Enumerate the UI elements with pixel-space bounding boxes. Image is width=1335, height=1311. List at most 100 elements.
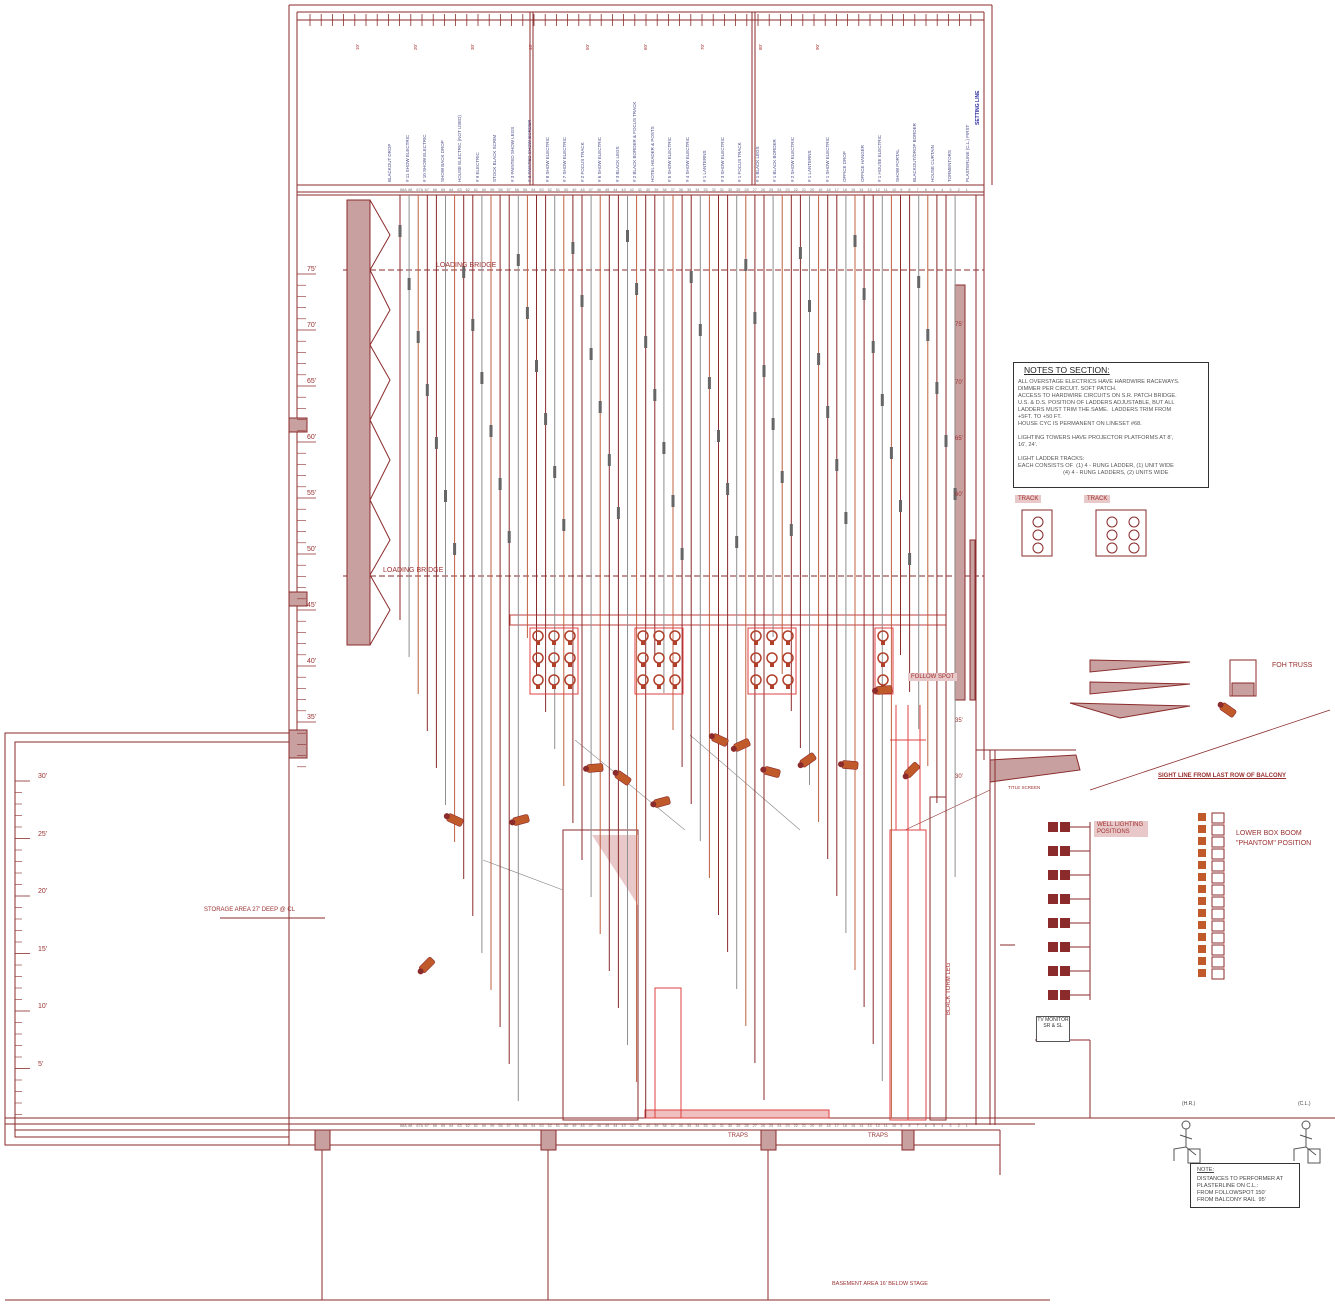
ladder-fixture-base bbox=[568, 685, 572, 689]
pipe-clamp bbox=[835, 459, 839, 471]
lineset-number-floor: 15 bbox=[851, 1124, 856, 1128]
ladder-fixture bbox=[532, 674, 544, 686]
lineset-number-floor: 22 bbox=[793, 1124, 798, 1128]
well-light bbox=[1048, 966, 1090, 976]
ladder-fixture bbox=[548, 630, 560, 642]
box-boom-rung bbox=[1211, 836, 1225, 848]
lineset-number-grid: 23 bbox=[785, 188, 790, 192]
lineset-label: # 1 HOUSE ELECTRIC bbox=[877, 134, 882, 182]
well-light bbox=[1048, 870, 1090, 880]
pipe-clamp bbox=[644, 336, 648, 348]
scales bbox=[15, 14, 972, 1115]
lineset-number-floor: 4 bbox=[941, 1124, 944, 1128]
lighting-fixture bbox=[417, 957, 435, 975]
lineset-number-floor: 60 bbox=[482, 1124, 487, 1128]
lineset-label: # 11 SHOW ELECTRIC bbox=[404, 134, 410, 182]
cl-label: (C.L.) bbox=[1298, 1101, 1311, 1107]
lineset-number-grid: 17 bbox=[834, 188, 839, 192]
ladder-fixture-base bbox=[536, 685, 540, 689]
pipe-clamp bbox=[434, 437, 438, 449]
lighting-fixture bbox=[1217, 701, 1237, 718]
pipe-clamp bbox=[453, 543, 457, 555]
lineset-number-grid: 66 bbox=[432, 188, 438, 192]
top-scale-mark: 50' bbox=[585, 44, 590, 50]
lineset-number-floor: 31 bbox=[719, 1124, 725, 1128]
pipe-clamp bbox=[707, 377, 711, 389]
lighting-fixture bbox=[797, 752, 817, 769]
ladder-fixture-base bbox=[673, 685, 677, 689]
lineset-number-floor: 30 bbox=[728, 1124, 733, 1128]
ladder-fixture bbox=[653, 630, 665, 642]
pipe-clamp bbox=[562, 519, 566, 531]
lineset-number-floor: 35 bbox=[687, 1124, 692, 1128]
lineset-number-floor: 68 bbox=[408, 1124, 413, 1128]
pipe-clamp bbox=[753, 312, 757, 324]
lineset-number-floor: 7 bbox=[916, 1124, 919, 1128]
ladder-fixture-base bbox=[552, 663, 556, 667]
lineset-number-grid: 56 bbox=[514, 188, 520, 192]
pipe-clamp bbox=[480, 372, 484, 384]
ladder-fixture bbox=[669, 674, 681, 686]
basement-area-label: BASEMENT AREA 16' BELOW STAGE bbox=[832, 1281, 928, 1287]
box-boom-rung bbox=[1211, 824, 1225, 836]
lighting-fixture bbox=[760, 766, 781, 778]
lineset-number-floor: 10 bbox=[892, 1124, 897, 1128]
pipe-clamp bbox=[726, 483, 730, 495]
lineset-number-floor: 58 bbox=[498, 1124, 503, 1128]
lineset-number-floor: 54 bbox=[531, 1124, 536, 1128]
lineset-number-floor: 40 bbox=[646, 1124, 651, 1128]
ladder-fixture bbox=[532, 652, 544, 664]
lineset-number-grid: 26 bbox=[760, 188, 766, 192]
lineset-label: OFFICE HANGER bbox=[859, 144, 865, 182]
lineset-number-floor: 17 bbox=[834, 1124, 839, 1128]
lineset-number-grid: 34 bbox=[695, 188, 700, 192]
lighting-fixture bbox=[838, 760, 859, 770]
pipe-clamp bbox=[616, 507, 620, 519]
lower-height-mark: 25' bbox=[38, 830, 48, 838]
lineset-number-grid: 67 bbox=[424, 188, 429, 192]
lineset-number-grid: 8 bbox=[908, 188, 911, 192]
lineset-number-grid: 48 bbox=[580, 188, 585, 192]
lineset-label: # 3 SHOW ELECTRIC bbox=[719, 136, 725, 182]
height-mark: 55' bbox=[307, 490, 317, 497]
lineset-number-floor: 47 bbox=[588, 1124, 593, 1128]
lineset-label: SHOW PORTAL bbox=[894, 149, 900, 182]
well-light bbox=[1048, 990, 1090, 1000]
ladder-fixture-base bbox=[641, 641, 645, 645]
lineset-number-grid: 60 bbox=[482, 188, 487, 192]
ladder-rack bbox=[747, 627, 797, 695]
pipe-clamp bbox=[635, 283, 639, 295]
pipe-clamp bbox=[535, 360, 538, 372]
height-mark: 40' bbox=[307, 658, 317, 665]
lineset-number-grid: 24 bbox=[777, 188, 782, 192]
pipe-clamp bbox=[771, 418, 775, 430]
lower-height-mark: 30' bbox=[38, 773, 48, 780]
pipe-clamp bbox=[680, 548, 684, 560]
lineset-label: # 2 SHOW ELECTRIC bbox=[789, 136, 795, 182]
pipe-clamp bbox=[798, 247, 802, 259]
phantom-position-label: "PHANTOM" POSITION bbox=[1236, 840, 1312, 847]
lineset-number-grid: 36 bbox=[678, 188, 684, 192]
ladder-fixture-base bbox=[770, 663, 774, 667]
pipe-clamp bbox=[935, 382, 939, 394]
ladder-fixture-base bbox=[657, 685, 661, 689]
ladder-fixture bbox=[750, 674, 762, 686]
lineset-number-floor: 28 bbox=[744, 1124, 749, 1128]
pipe-clamp bbox=[544, 413, 548, 425]
lineset-number-grid: 2 bbox=[957, 188, 960, 192]
lineset-number-grid: 45 bbox=[605, 188, 610, 192]
lineset-number-grid: 27 bbox=[752, 188, 757, 192]
top-scale-mark: 10' bbox=[355, 44, 360, 50]
track-diagram bbox=[1095, 509, 1147, 557]
lighting-fixture bbox=[443, 813, 464, 827]
lineset-number-grid: 47 bbox=[588, 188, 593, 192]
lineset-number-grid: 62 bbox=[465, 188, 470, 192]
ladder-fixture bbox=[637, 630, 649, 642]
pipe-clamp bbox=[917, 276, 921, 288]
lineset-label: HOUSE CURTAIN bbox=[929, 145, 935, 182]
lineset-number-floor: 32 bbox=[711, 1124, 716, 1128]
linesets bbox=[398, 195, 957, 1118]
height-mark: 50' bbox=[307, 546, 317, 553]
pipe-clamp bbox=[871, 341, 875, 353]
height-mark: 45' bbox=[307, 602, 317, 609]
